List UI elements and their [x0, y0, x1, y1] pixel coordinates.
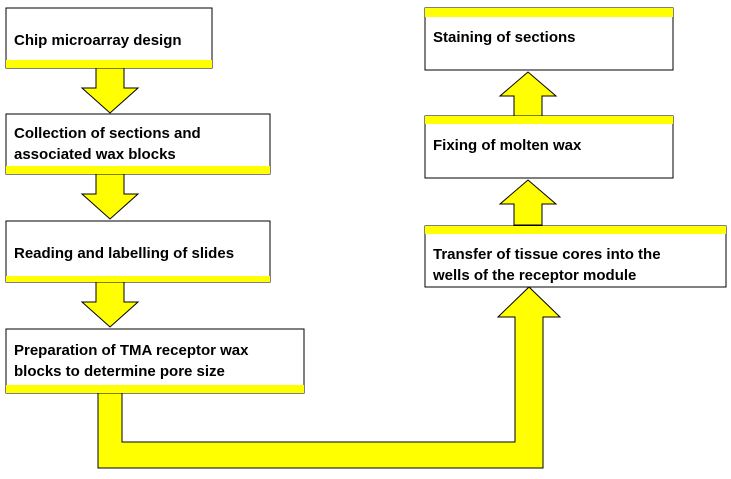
step-label-line: Transfer of tissue cores into the — [433, 246, 661, 263]
step-fixing-of-molten-wax: Fixing of molten wax — [424, 115, 674, 179]
step-label-line: Reading and labelling of slides — [14, 245, 234, 262]
step-collection-of-sections: Collection of sections and associated wa… — [5, 113, 271, 175]
arrow-down-2 — [80, 173, 140, 220]
step-label-line: wells of the receptor module — [432, 267, 636, 284]
step-preparation-of-tma-receptor: Preparation of TMA receptor wax blocks t… — [5, 328, 305, 394]
arrow-connector — [97, 286, 562, 469]
step-label-line: blocks to determine pore size — [14, 363, 225, 380]
step-label-line: Staining of sections — [433, 29, 576, 46]
arrow-down-1 — [80, 67, 140, 114]
arrow-down-3 — [80, 281, 140, 328]
arrow-up-2 — [498, 71, 558, 117]
step-label-line: associated wax blocks — [14, 146, 176, 163]
step-label-line: Preparation of TMA receptor wax — [14, 342, 249, 359]
step-reading-and-labelling: Reading and labelling of slides — [5, 220, 271, 283]
step-chip-microarray-design: Chip microarray design — [5, 7, 213, 69]
step-transfer-of-tissue-cores: Transfer of tissue cores into the wells … — [424, 225, 727, 288]
step-label-line: Collection of sections and — [14, 125, 201, 142]
step-label-line: Fixing of molten wax — [433, 137, 582, 154]
arrow-up-1 — [498, 179, 558, 226]
step-label-line: Chip microarray design — [14, 32, 182, 49]
step-staining-of-sections: Staining of sections — [424, 7, 674, 71]
